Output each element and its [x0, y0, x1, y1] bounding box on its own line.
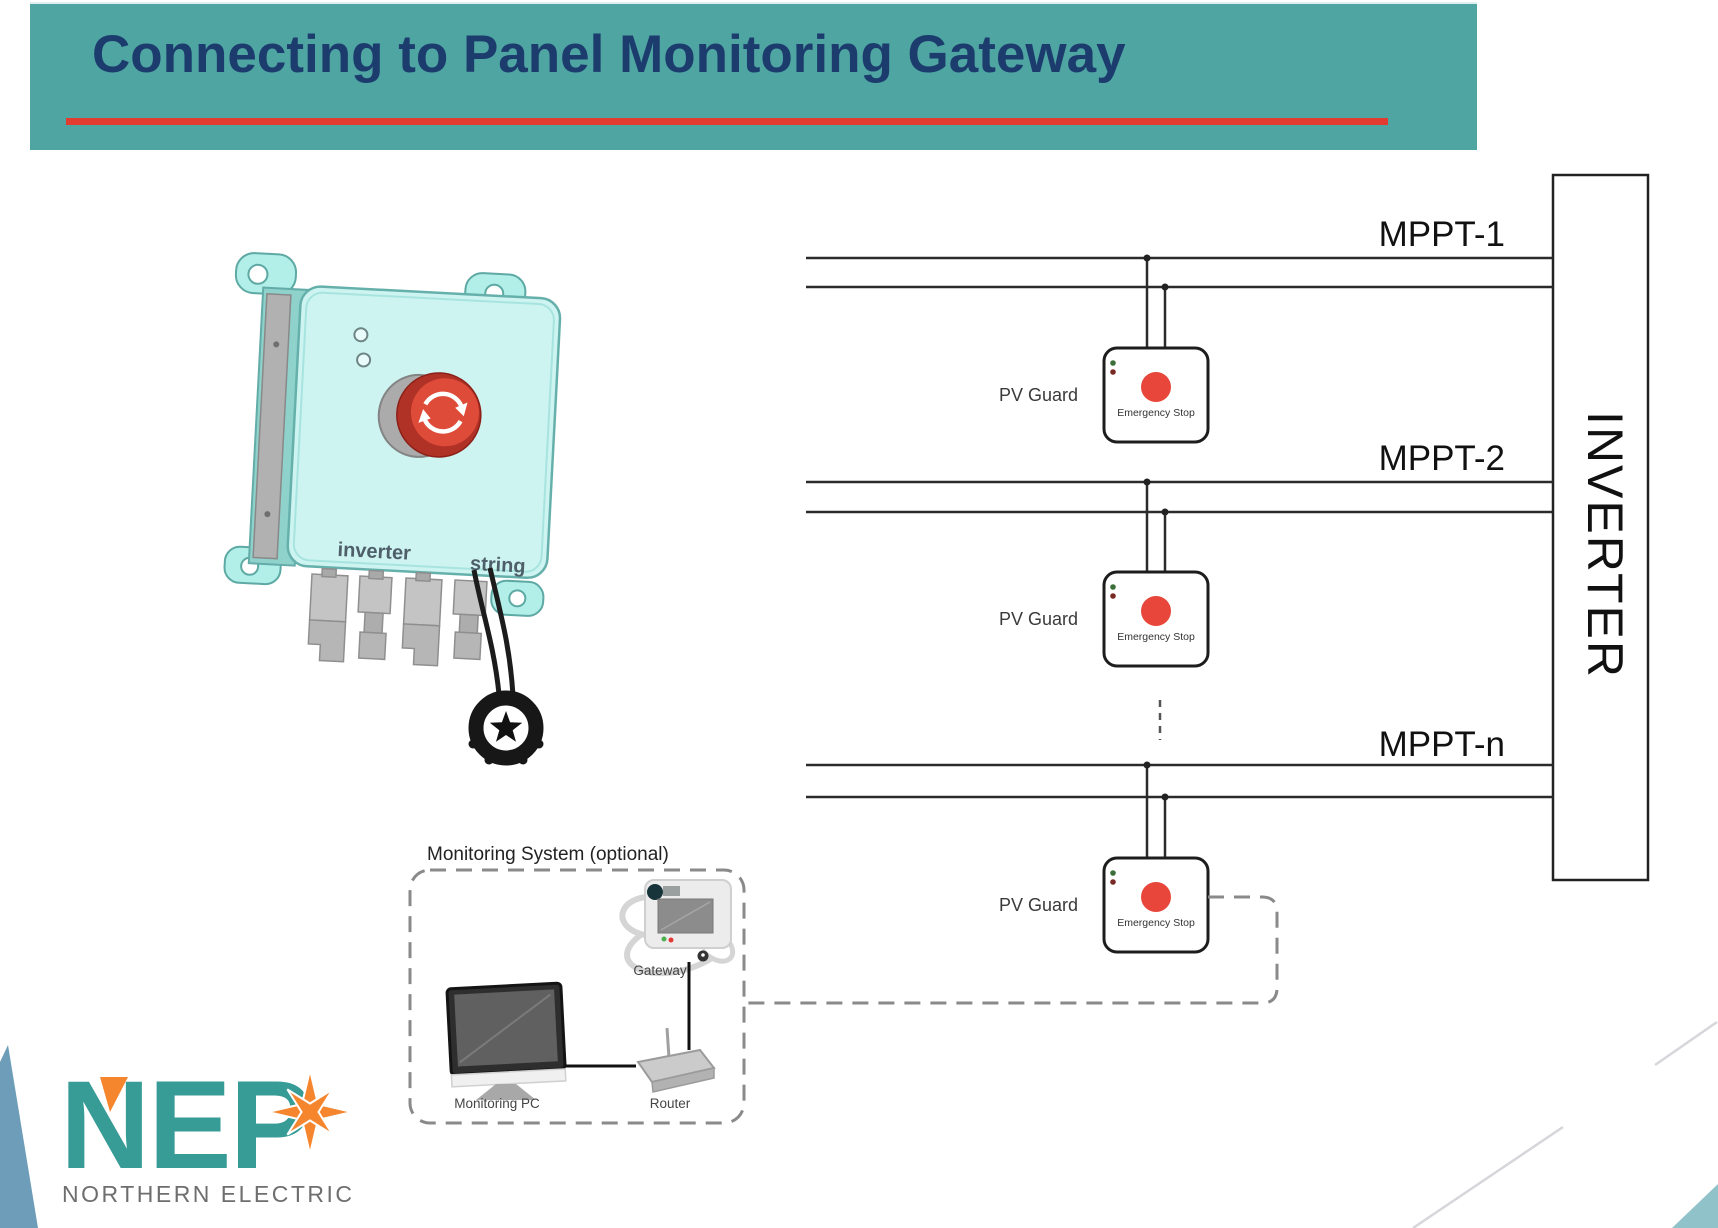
- page-title: Connecting to Panel Monitoring Gateway: [92, 25, 1126, 84]
- emergency-stop-label: Emergency Stop: [1117, 917, 1195, 929]
- inverter-label: INVERTER: [1577, 411, 1633, 679]
- gateway-slot: [663, 886, 680, 896]
- monitoring-system-group: Monitoring System (optional) Gateway: [408, 844, 746, 1125]
- screw: [273, 341, 280, 348]
- monitoring-pc-label: Monitoring PC: [454, 1096, 540, 1111]
- ring-lug: [518, 755, 528, 765]
- ear-hole: [247, 263, 269, 285]
- ear-hole: [508, 589, 527, 608]
- logo-star-icon: [267, 1069, 353, 1155]
- router-icon: [636, 1027, 716, 1093]
- pc-stand: [476, 1084, 536, 1100]
- emergency-stop-label: Emergency Stop: [1117, 631, 1195, 643]
- string-port-label: string: [469, 553, 526, 578]
- ring-lug: [484, 755, 494, 765]
- mppt-label: MPPT-1: [1379, 215, 1505, 254]
- diagonal-accent-line: [1654, 1020, 1718, 1067]
- pv-guard-unit: Emergency Stop: [1102, 346, 1210, 444]
- device-side-rail: [252, 293, 292, 560]
- nep-logo: NEP NORTHERN ELECTRIC: [60, 1056, 355, 1207]
- router-label: Router: [650, 1096, 691, 1111]
- logo-subtitle: NORTHERN ELECTRIC: [62, 1181, 355, 1207]
- logo-wordmark: NEP: [60, 1056, 311, 1195]
- led-green: [1110, 870, 1116, 876]
- inverter-port-label: inverter: [337, 539, 412, 565]
- rotate-arrow: [422, 418, 463, 434]
- device-face-inner-edge: [292, 291, 555, 573]
- led-green: [1110, 360, 1116, 366]
- gateway-led-green: [661, 936, 667, 942]
- mc4-connector: [357, 569, 393, 661]
- pv-guard-unit: Emergency Stop: [1102, 570, 1210, 668]
- ring-lug: [534, 739, 544, 749]
- title-underline: [66, 118, 1388, 125]
- monitoring-system-title: Monitoring System (optional): [427, 844, 669, 865]
- led-red: [1110, 879, 1116, 885]
- gateway-icon: [619, 879, 736, 977]
- router-antenna: [665, 1027, 671, 1059]
- diagonal-accent-line: [1412, 1125, 1564, 1228]
- led-indicator: [353, 327, 369, 343]
- rotate-arrow-head: [418, 409, 431, 423]
- emergency-stop-knob[interactable]: [377, 370, 483, 460]
- mc4-connector: [307, 567, 349, 663]
- mc4-connector: [401, 571, 443, 667]
- pv-guard-label: PV Guard: [999, 385, 1078, 405]
- mc4-connector: [452, 579, 488, 661]
- pv-guard-product-render: inverter string: [223, 252, 562, 766]
- rotate-arrow: [423, 391, 464, 408]
- gateway-label: Gateway: [633, 963, 687, 978]
- junction-dots: [1143, 254, 1169, 801]
- knob-face: [410, 378, 479, 447]
- bottom-right-triangle: [1672, 1184, 1718, 1228]
- emergency-stop-button[interactable]: [1141, 372, 1171, 402]
- router-front: [651, 1067, 715, 1093]
- mppt-label: MPPT-n: [1379, 725, 1505, 764]
- antenna-cable-assembly: [468, 567, 544, 766]
- monitoring-pc-icon: [445, 981, 567, 1100]
- bottom-left-wedge: [0, 1045, 38, 1228]
- led-red: [1110, 369, 1116, 375]
- cable: [471, 569, 502, 695]
- device-body: inverter string: [223, 252, 562, 617]
- mppt-label: MPPT-2: [1379, 439, 1505, 478]
- pv-guard-label: PV Guard: [999, 895, 1078, 915]
- led-indicator: [356, 352, 372, 368]
- bus-lines: [806, 256, 1553, 860]
- header-bar: Connecting to Panel Monitoring Gateway: [30, 2, 1477, 150]
- logo-orange-wedge: [100, 1077, 128, 1112]
- pc-chin: [450, 1068, 567, 1088]
- led-green: [1110, 584, 1116, 590]
- ring-star: [489, 711, 523, 742]
- comms-dashed-link: [744, 895, 1279, 1005]
- wiring-schematic: INVERTER MPPT-1 MPPT-2 MPPT-n: [744, 173, 1650, 1005]
- cable: [487, 567, 516, 697]
- emergency-stop-button[interactable]: [1141, 882, 1171, 912]
- inverter-box: [1551, 173, 1650, 882]
- gateway-led-red: [668, 937, 674, 943]
- pv-guard-label: PV Guard: [999, 609, 1078, 629]
- monitoring-system-boundary: [408, 868, 746, 1125]
- dongle-dot: [701, 953, 705, 957]
- mc4-connectors: [307, 567, 488, 667]
- corner-decorations: [0, 1020, 1718, 1228]
- led-red: [1110, 593, 1116, 599]
- screen-glare: [660, 901, 711, 931]
- gateway-cable: [624, 931, 714, 977]
- screen-glare: [459, 993, 551, 1064]
- pv-guard-unit: Emergency Stop: [1102, 856, 1210, 954]
- screw: [264, 511, 271, 518]
- gateway-antenna-port: [647, 884, 663, 900]
- emergency-stop-button[interactable]: [1141, 596, 1171, 626]
- ring-lug: [468, 739, 478, 749]
- rotate-arrow-head: [455, 402, 468, 417]
- emergency-stop-label: Emergency Stop: [1117, 407, 1195, 419]
